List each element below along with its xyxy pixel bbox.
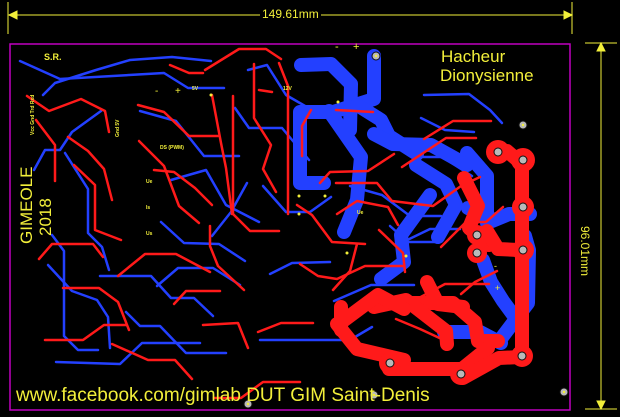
header-pin-labels: Vcc Gnd Trd Rxd [30,94,36,135]
output-plus-label: + [495,283,501,293]
designer-signature: S.R. [44,52,62,62]
us-label: Us [146,231,153,237]
board-outline [9,43,571,411]
left-plus-label: + [175,86,181,97]
top-minus-label: - [335,41,339,53]
left-connector-label: Gnd 5V [115,119,121,137]
pwm-label: DS (PWM) [160,145,184,151]
board-title-line1: Hacheur [441,47,506,66]
top-copper-thin-traces [25,47,505,400]
board-width-dimension: 149.61mm [260,7,321,21]
vertical-project-year: 2018 [36,198,55,236]
footer-website: www.facebook.com/gimlab DUT GIM Saint-De… [16,385,430,406]
small-vias [209,54,566,406]
vertical-project-name: GIMEOLE [17,166,36,244]
output-minus-label: - [494,261,497,271]
top-plus-label: + [353,41,360,53]
board-height-dimension: 96.01mm [578,224,592,279]
is-label: Is [146,205,151,211]
ue-label: Ue [146,179,153,185]
left-minus-label: - [155,86,159,97]
ue-secondary-label: Ue [357,210,364,216]
board-title-line2: Dionysienne [440,66,534,85]
left-voltage-label: 5V [192,86,199,92]
right-voltage-label: 12V [283,86,292,92]
